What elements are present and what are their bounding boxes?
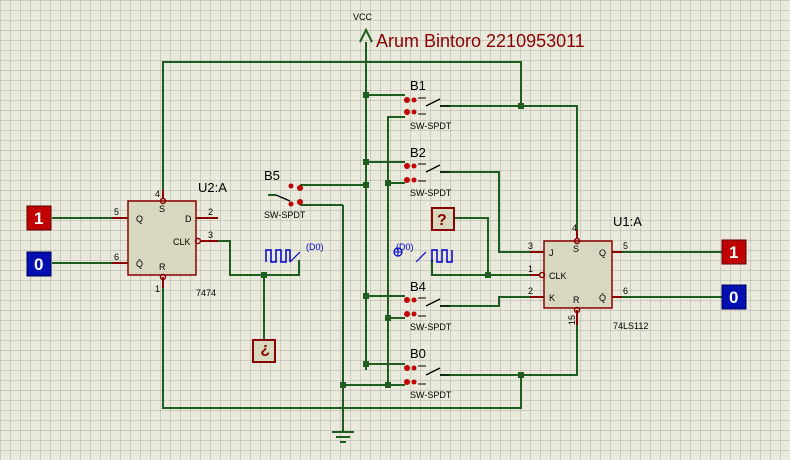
u1-clk-pin: CLK [549, 271, 567, 281]
junction-dots [261, 92, 524, 388]
logic-probe-bottom: ? [252, 339, 276, 363]
u1-name: U1:A [613, 214, 642, 229]
u2-name: U2:A [198, 180, 227, 195]
u2-pin4: 4 [155, 189, 160, 199]
u2-pin6: 6 [114, 252, 119, 262]
u1-pin15: 15 [567, 315, 577, 325]
clock-left-label: (D0) [306, 242, 324, 252]
switch-b2-type: SW-SPDT [410, 188, 452, 198]
output-bottom-terminal: 0 [721, 284, 747, 310]
clock-right-label: (D0) [396, 242, 414, 252]
u1-pin2: 2 [528, 286, 533, 296]
input-top-terminal[interactable]: 1 [26, 205, 52, 231]
u1-pin1: 1 [528, 264, 533, 274]
probe-bottom-value: ? [260, 341, 270, 358]
switch-b0-name: B0 [410, 346, 426, 361]
ground-symbol [332, 431, 354, 443]
u1-pin6: 6 [623, 286, 628, 296]
switch-b0[interactable]: B0 SW-SPDT [404, 346, 452, 400]
u1-pin3: 3 [528, 241, 533, 251]
u1-pin4: 4 [572, 223, 577, 233]
u1-type: 74LS112 [613, 321, 648, 331]
switch-b2[interactable]: B2 SW-SPDT [404, 145, 452, 198]
u1-s-pin: S [573, 244, 579, 254]
switch-b5[interactable]: B5 SW-SPDT [264, 168, 306, 220]
vcc-terminal: VCC [353, 12, 373, 43]
u1-k-pin: K [549, 293, 555, 303]
u2-pin5: 5 [114, 207, 119, 217]
output-bottom-value: 0 [729, 288, 738, 307]
u1-r-pin: R [573, 295, 580, 305]
switch-b4-type: SW-SPDT [410, 322, 452, 332]
u2-pin1: 1 [155, 284, 160, 294]
output-top-terminal: 1 [721, 239, 747, 265]
u2-type: 7474 [196, 288, 216, 298]
u2-flipflop[interactable]: Q Q̄ D CLK S R 5 6 2 3 4 1 U2:A 7474 [112, 180, 227, 298]
u2-clk-pin: CLK [173, 237, 191, 247]
u2-r-pin: R [159, 262, 166, 272]
u2-s-pin: S [159, 204, 165, 214]
output-top-value: 1 [729, 243, 738, 262]
switch-b5-name: B5 [264, 168, 280, 183]
probe-top-value: ? [437, 212, 447, 229]
u1-pin5: 5 [623, 241, 628, 251]
u2-qb-pin: Q̄ [136, 259, 143, 269]
u2-pin3: 3 [208, 230, 213, 240]
switch-b2-name: B2 [410, 145, 426, 160]
switch-b1[interactable]: B1 SW-SPDT [404, 78, 452, 131]
logic-probe-top: ? [431, 207, 455, 231]
u2-q-pin: Q [136, 214, 143, 224]
author-label: Arum Bintoro 2210953011 [376, 31, 585, 51]
switch-b4-name: B4 [410, 279, 426, 294]
u1-j-pin: J [549, 248, 554, 258]
u2-d-pin: D [185, 214, 192, 224]
vcc-label: VCC [353, 12, 373, 22]
clock-left[interactable]: (D0) [265, 242, 324, 263]
u1-q-pin: Q [599, 248, 606, 258]
input-top-value: 1 [34, 209, 43, 228]
wires [52, 42, 722, 432]
u2-pin2: 2 [208, 207, 213, 217]
clock-right[interactable]: (D0) [393, 242, 453, 263]
switch-b1-type: SW-SPDT [410, 121, 452, 131]
switch-b5-type: SW-SPDT [264, 210, 306, 220]
switch-b4[interactable]: B4 SW-SPDT [404, 279, 452, 332]
u1-flipflop[interactable]: J CLK K Q Q̄ S R 3 1 2 5 6 4 15 U1:A 74L… [528, 214, 648, 331]
u1-qb-pin: Q̄ [599, 293, 606, 303]
input-bottom-value: 0 [34, 255, 43, 274]
switch-b1-name: B1 [410, 78, 426, 93]
switch-b0-type: SW-SPDT [410, 390, 452, 400]
input-bottom-terminal[interactable]: 0 [26, 251, 52, 277]
